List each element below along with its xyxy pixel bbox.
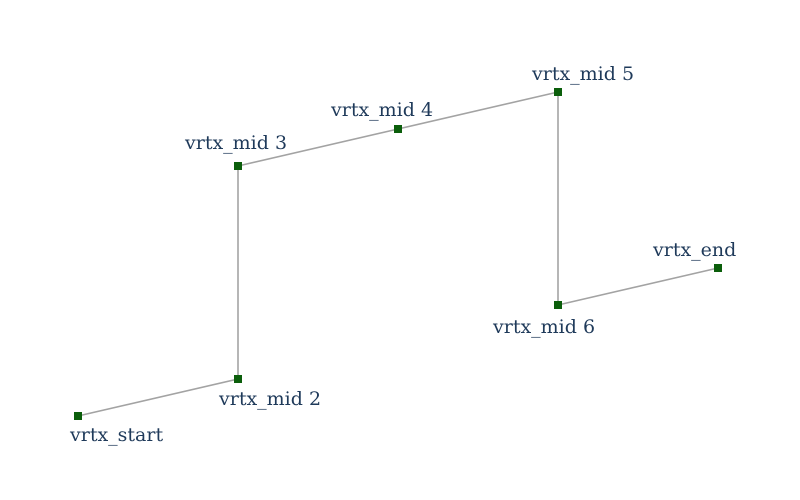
label-mid2: vrtx_mid 2 (218, 388, 321, 410)
node-mid2[interactable] (234, 375, 242, 383)
edge-mid3-mid4 (237, 128, 399, 167)
node-start[interactable] (74, 412, 82, 420)
edge-start-mid2 (77, 378, 239, 417)
label-mid4: vrtx_mid 4 (330, 99, 433, 121)
node-mid6[interactable] (554, 301, 562, 309)
edge-mid4-mid5 (397, 91, 559, 130)
label-mid5: vrtx_mid 5 (531, 63, 634, 85)
node-end[interactable] (714, 264, 722, 272)
graph-nodes (74, 88, 722, 420)
label-mid6: vrtx_mid 6 (492, 316, 595, 338)
label-start: vrtx_start (69, 424, 163, 446)
node-mid5[interactable] (554, 88, 562, 96)
label-end: vrtx_end (652, 239, 736, 261)
label-mid3: vrtx_mid 3 (184, 132, 287, 154)
node-mid4[interactable] (394, 125, 402, 133)
node-mid3[interactable] (234, 162, 242, 170)
graph-edges (77, 91, 719, 417)
graph-labels: vrtx_start vrtx_mid 2 vrtx_mid 3 vrtx_mi… (69, 63, 736, 446)
edge-mid6-end (557, 267, 719, 306)
